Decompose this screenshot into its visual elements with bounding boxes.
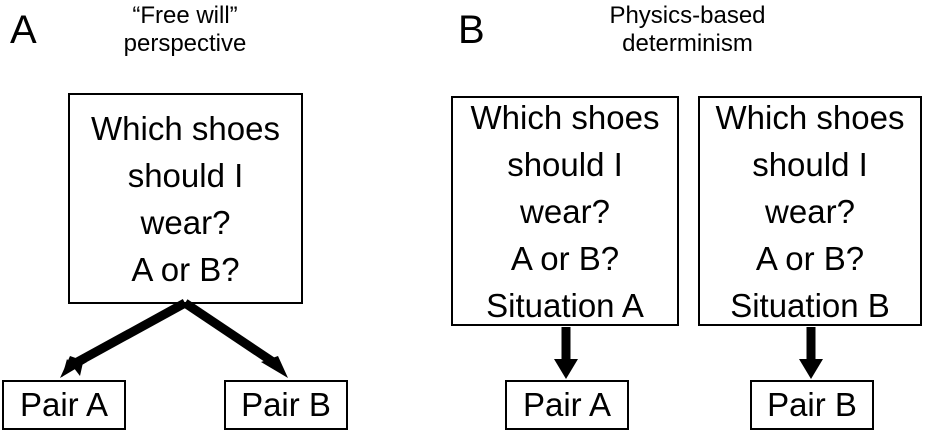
pair-a-box-panel-a: Pair A — [2, 380, 126, 430]
question-box-a: Which shoes should I wear? A or B? — [68, 93, 303, 304]
question-line: wear? — [520, 192, 610, 230]
pair-a-label: Pair A — [19, 386, 109, 423]
question-line: should I — [507, 145, 623, 183]
question-line: should I — [127, 156, 244, 194]
pair-b-box-panel-a: Pair B — [224, 380, 348, 430]
pair-b-label: Pair B — [241, 386, 331, 423]
arrow-situation-b-to-pair-b — [799, 327, 823, 379]
question-line: Which shoes — [715, 98, 905, 136]
arrow-situation-a-to-pair-a — [554, 327, 578, 379]
question-line: Which shoes — [91, 109, 280, 147]
situation-a-box: Which shoes should I wear? A or B? Situa… — [451, 96, 679, 326]
question-line: should I — [752, 145, 868, 183]
pair-a-label: Pair A — [522, 386, 612, 423]
pair-a-box-panel-b: Pair A — [505, 380, 629, 430]
pair-b-label: Pair B — [767, 386, 857, 423]
question-line: wear? — [140, 203, 231, 241]
arrow-root-to-pair-b — [182, 299, 288, 378]
arrow-root-to-pair-a — [60, 299, 188, 378]
panel-letter-a: A — [10, 8, 37, 52]
panel-title-a: “Free will” perspective — [123, 2, 247, 57]
panel-title-b: Physics-based determinism — [609, 2, 766, 57]
situation-line: Situation A — [486, 286, 644, 324]
panel-letter-b: B — [458, 8, 485, 52]
question-line: wear? — [765, 192, 855, 230]
situation-b-box: Which shoes should I wear? A or B? Situa… — [698, 96, 922, 326]
question-line: A or B? — [755, 239, 865, 277]
pair-b-box-panel-b: Pair B — [750, 380, 874, 430]
question-line: A or B? — [510, 239, 620, 277]
situation-line: Situation B — [730, 286, 890, 324]
question-line: Which shoes — [470, 98, 660, 136]
question-line: A or B? — [131, 250, 240, 288]
